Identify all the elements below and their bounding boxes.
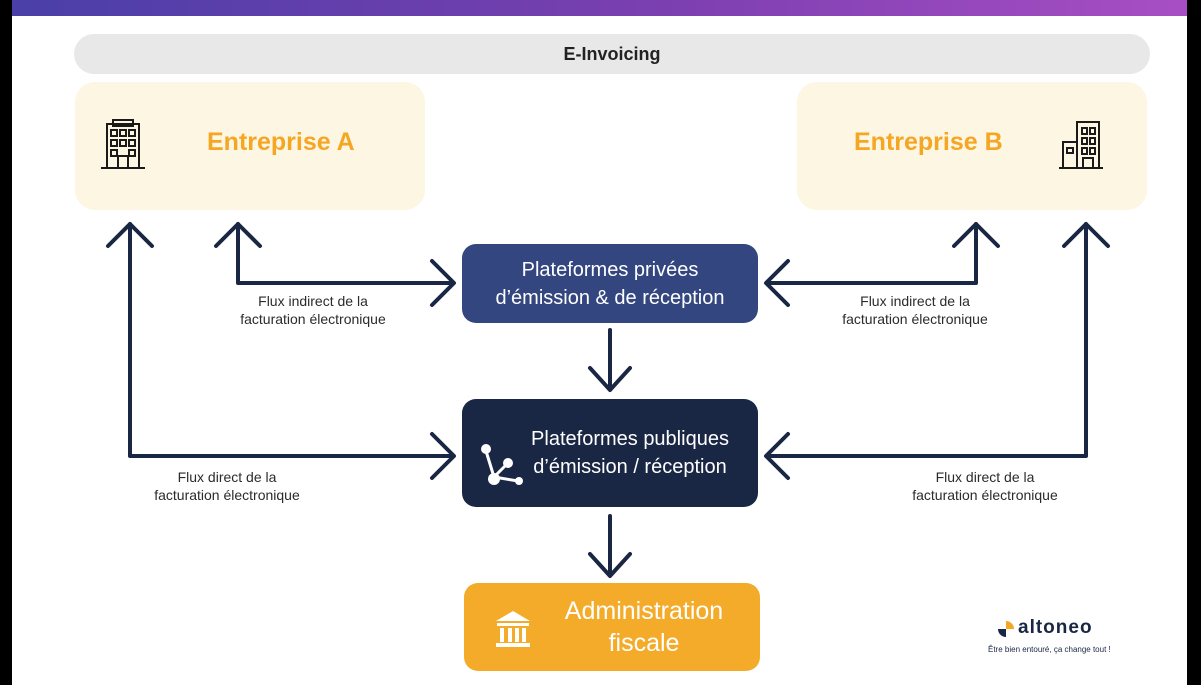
flow-connectors <box>106 222 1110 578</box>
administration-box: Administration fiscale <box>464 583 760 671</box>
indirect-flow-left-arrow <box>236 222 452 285</box>
direct-flow-right-arrowhead-left <box>764 432 790 480</box>
enterprise-b-name: Entreprise B <box>854 128 1003 156</box>
logo-tagline: Être bien entouré, ça change tout ! <box>988 645 1111 654</box>
direct-flow-left-arrow <box>128 222 452 458</box>
indirect-flow-right-arrowhead-left <box>764 259 790 307</box>
diagram-canvas: E-Invoicing <box>12 0 1187 685</box>
enterprise-a-card: Entreprise A <box>75 82 425 210</box>
direct-flow-right-arrow <box>768 222 1088 458</box>
enterprise-b-card: Entreprise B <box>797 82 1147 210</box>
network-icon <box>481 444 523 485</box>
flux-indirect-left-label: Flux indirect de la facturation électron… <box>240 293 386 327</box>
private-platforms-box: Plateformes privées d’émission & de réce… <box>462 244 758 323</box>
private-to-public-arrowhead <box>588 366 632 392</box>
top-gradient-bar <box>12 0 1187 16</box>
direct-flow-left-arrowhead-up <box>106 222 154 248</box>
private-platforms-line2: d’émission & de réception <box>495 286 725 309</box>
public-platforms-box: Plateformes publiques d’émission / récep… <box>462 399 758 507</box>
enterprise-a-name: Entreprise A <box>207 128 355 156</box>
public-platforms-line1: Plateformes publiques <box>531 428 729 450</box>
public-to-admin-arrowhead <box>588 552 632 578</box>
indirect-flow-right-arrow <box>768 222 978 285</box>
indirect-flow-left-arrowhead-right <box>430 259 456 307</box>
logo-mark-icon <box>998 621 1014 637</box>
diagram-title: E-Invoicing <box>74 34 1150 74</box>
direct-flow-left-arrowhead-right <box>430 432 456 480</box>
administration-line1: Administration <box>564 597 724 625</box>
building-icon <box>101 119 145 169</box>
flux-direct-right-label: Flux direct de la facturation électroniq… <box>912 469 1058 503</box>
flux-direct-left-label: Flux direct de la facturation électroniq… <box>154 469 300 503</box>
direct-flow-right-arrowhead-up <box>1062 222 1110 248</box>
logo-name: altoneo <box>1018 617 1093 638</box>
altoneo-logo: altoneo Être bien entouré, ça change tou… <box>988 617 1148 657</box>
building-icon <box>1059 121 1103 169</box>
administration-line2: fiscale <box>608 629 680 657</box>
indirect-flow-right-arrowhead-up <box>952 222 1000 248</box>
indirect-flow-left-arrowhead-up <box>214 222 262 248</box>
public-platforms-line2: d’émission / réception <box>533 456 727 478</box>
bank-icon <box>496 611 530 647</box>
flux-indirect-right-label: Flux indirect de la facturation électron… <box>842 293 988 327</box>
private-platforms-line1: Plateformes privées <box>521 258 699 281</box>
